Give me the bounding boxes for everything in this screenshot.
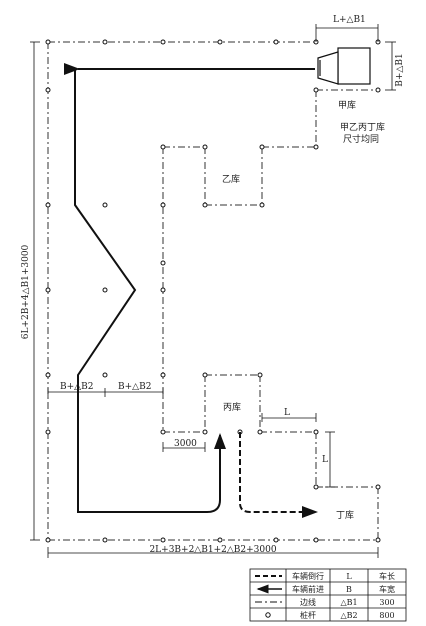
bottom-dim-label: 2L+3B+2△B1+2△B2+3000 xyxy=(149,545,276,555)
forward-path xyxy=(64,63,315,513)
ding-label: 丁库 xyxy=(336,509,354,521)
jia-label: 甲库 xyxy=(338,99,356,111)
top-dim-label: L+△B1 xyxy=(333,15,366,25)
car-icon xyxy=(317,47,371,85)
legend-row-meaning: 车宽 xyxy=(379,584,395,594)
same-size-label-1: 甲乙丙丁库 xyxy=(340,121,385,133)
pole-circle-symbol xyxy=(265,612,271,618)
l-vertical-label: L xyxy=(322,455,328,465)
boundary-lines xyxy=(47,41,379,541)
legend-row-name: 车辆倒行 xyxy=(292,571,324,581)
legend-row-name: 边线 xyxy=(300,597,316,607)
legend-row-meaning: 车长 xyxy=(379,571,395,581)
d3000-label: 3000 xyxy=(174,439,197,449)
b-dim-label-1: B+△B2 xyxy=(60,382,93,392)
legend-row-meaning: 300 xyxy=(379,598,394,607)
right-dim-label: B+△B1 xyxy=(395,53,405,86)
legend-row-abbr: L xyxy=(346,572,352,581)
left-dim-label: 6L+2B+4△B1+3000 xyxy=(21,244,31,339)
legend-table xyxy=(249,568,407,622)
bing-label: 丙库 xyxy=(223,401,241,413)
dimension-lines xyxy=(30,24,396,558)
legend-row-abbr: △B2 xyxy=(340,611,357,620)
legend-row-name: 桩杆 xyxy=(300,610,316,620)
poles xyxy=(45,39,381,543)
b-dim-label-2: B+△B2 xyxy=(118,382,151,392)
yi-label: 乙库 xyxy=(222,173,240,185)
legend-row-abbr: △B1 xyxy=(340,598,357,607)
legend-symbols xyxy=(255,575,282,618)
legend-row-abbr: B xyxy=(346,585,352,594)
legend-row-meaning: 800 xyxy=(379,611,394,620)
same-size-label-2: 尺寸均同 xyxy=(343,133,379,145)
l-horizontal-label: L xyxy=(284,408,290,418)
reverse-path xyxy=(239,432,318,518)
legend-row-name: 车辆前进 xyxy=(292,584,324,594)
